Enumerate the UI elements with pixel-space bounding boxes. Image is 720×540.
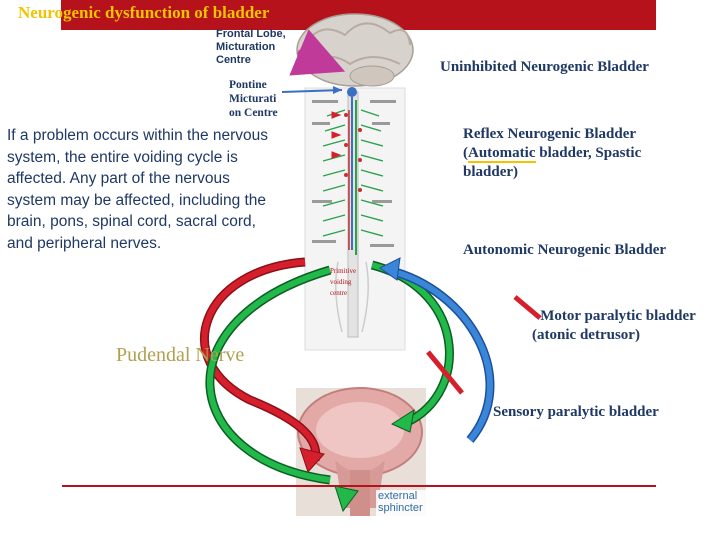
primitive-voiding-label: Primitive voiding centre	[330, 267, 357, 297]
block-bar-motor	[513, 295, 542, 320]
uninhibited-bladder-label: Uninhibited Neurogenic Bladder	[440, 59, 649, 75]
blue-arrow	[387, 267, 493, 442]
red-arrowhead	[299, 447, 325, 473]
reflex-bladder-label: Reflex Neurogenic Bladder (Automatic bla…	[463, 126, 642, 180]
bladder-icon	[296, 387, 428, 516]
slide-title: Neurogenic dysfunction of bladder	[18, 3, 270, 22]
pons-pointer	[281, 89, 343, 93]
pudendal-nerve-label: Pudendal Nerve	[116, 344, 245, 366]
magenta-arrow	[289, 29, 346, 76]
red-arrow	[201, 259, 319, 461]
frontal-lobe-label: Frontal Lobe, Micturation Centre	[216, 28, 286, 66]
brain-icon	[296, 13, 414, 87]
green-arrowhead-right	[390, 408, 415, 433]
autonomic-bladder-label: Autonomic Neurogenic Bladder	[463, 242, 667, 258]
spinal-cord-icon	[304, 87, 406, 351]
external-sphincter-label: external sphincter	[378, 490, 423, 514]
block-bar-sensory	[426, 350, 464, 395]
blue-arrowhead	[379, 257, 401, 281]
green-arrowhead-left	[334, 485, 359, 513]
pons-pointer-head	[333, 86, 342, 94]
motor-paralytic-label: Motor paralytic bladder (atonic detrusor…	[532, 308, 696, 343]
green-arrow-left	[207, 267, 331, 483]
automatic-word: Automatic	[468, 145, 536, 163]
description-paragraph: If a problem occurs within the nervous s…	[7, 127, 269, 252]
sensory-paralytic-label: Sensory paralytic bladder	[493, 404, 659, 420]
pontine-label: Pontine Micturati on Centre	[229, 79, 278, 119]
